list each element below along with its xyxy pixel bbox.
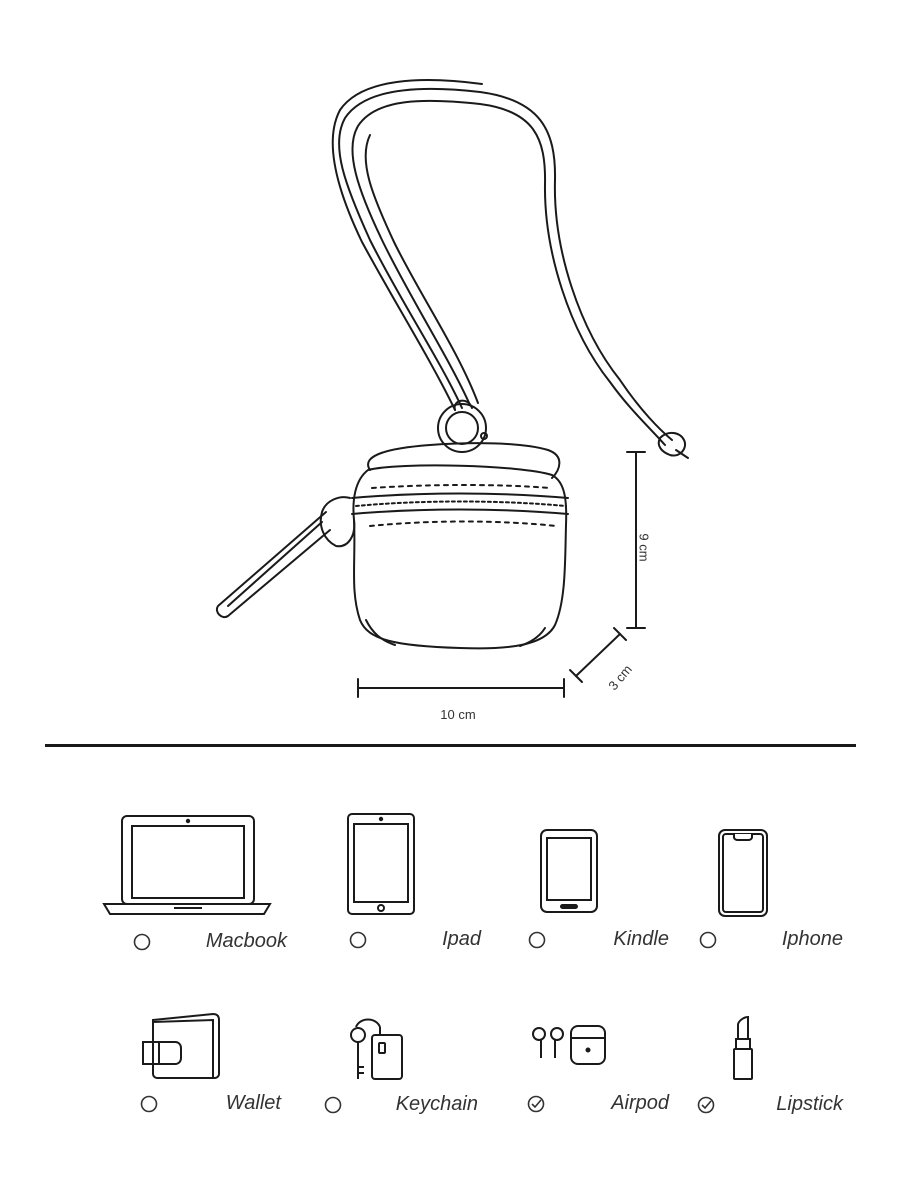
item-label-lipstick: Lipstick <box>776 1093 843 1115</box>
pouch-illustration <box>216 79 689 698</box>
wallet-icon <box>142 1012 220 1079</box>
list-item: Kindle <box>469 828 669 951</box>
checked-circle-icon <box>527 1095 545 1112</box>
list-item: Lipstick <box>643 1015 843 1116</box>
width-dimension-label: 10 cm <box>440 707 476 722</box>
ereader-icon <box>540 829 598 913</box>
item-label-iphone: Iphone <box>781 928 843 950</box>
empty-circle-icon <box>700 931 717 948</box>
capacity-list: Macbook Ipad Ki <box>0 760 900 1180</box>
item-label-airpod: Airpod <box>611 1092 669 1114</box>
list-item: Keychain <box>278 1015 478 1116</box>
phone-icon <box>718 829 768 917</box>
item-label-kindle: Kindle <box>613 928 669 950</box>
airpods-icon <box>532 1025 606 1065</box>
list-item: Wallet <box>81 1010 281 1115</box>
item-label-wallet: Wallet <box>225 1092 281 1114</box>
item-label-macbook: Macbook <box>205 930 287 952</box>
empty-circle-icon <box>134 933 151 950</box>
keychain-icon <box>350 1018 403 1080</box>
empty-circle-icon <box>141 1095 158 1112</box>
empty-circle-icon <box>528 931 546 948</box>
lipstick-icon <box>733 1015 753 1080</box>
checked-circle-icon <box>697 1096 714 1113</box>
laptop-icon <box>102 815 272 915</box>
tablet-icon <box>347 813 415 915</box>
list-item: Ipad <box>281 812 481 951</box>
item-label-keychain: Keychain <box>395 1093 478 1115</box>
height-dimension-label: 9 cm <box>636 533 652 562</box>
item-label-ipad: Ipad <box>442 928 481 950</box>
list-item: Iphone <box>643 828 843 951</box>
section-divider <box>45 744 856 747</box>
empty-circle-icon <box>324 1096 342 1113</box>
empty-circle-icon <box>349 931 366 948</box>
list-item: Macbook <box>87 814 287 953</box>
list-item: Airpod <box>469 1022 669 1115</box>
